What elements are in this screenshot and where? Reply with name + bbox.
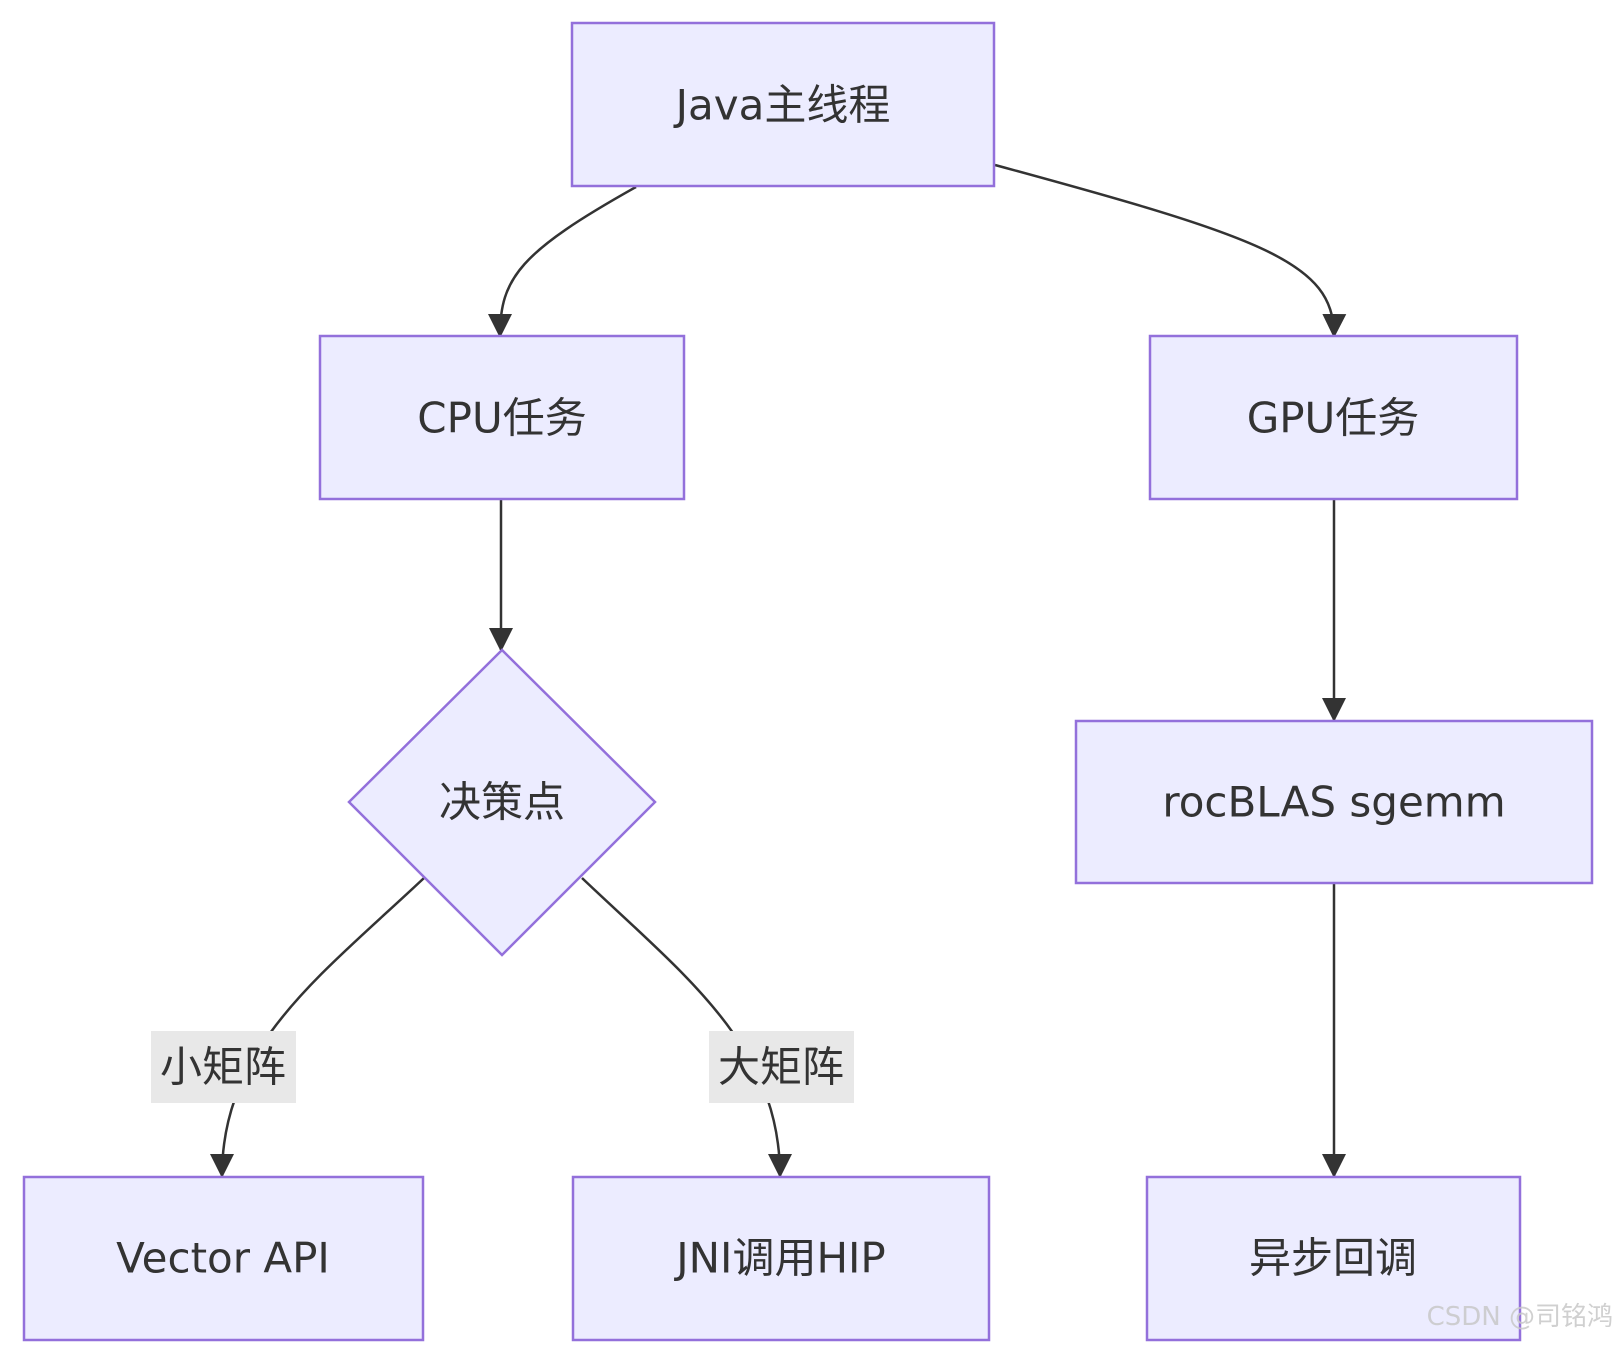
node-decision-label: 决策点 bbox=[439, 778, 565, 827]
node-java-main-label: Java主线程 bbox=[673, 81, 891, 130]
node-rocblas-label: rocBLAS sgemm bbox=[1162, 778, 1505, 827]
node-gpu-task[interactable]: GPU任务 bbox=[1148, 334, 1519, 501]
node-java-main[interactable]: Java主线程 bbox=[570, 21, 996, 188]
node-jni-hip[interactable]: JNI调用HIP bbox=[571, 1175, 991, 1342]
edge-java-to-cpu bbox=[488, 185, 637, 338]
node-cpu-task-label: CPU任务 bbox=[417, 394, 586, 443]
watermark: CSDN @司铭鸿 bbox=[1426, 1302, 1613, 1332]
edge-label-small-matrix: 小矩阵 bbox=[151, 1031, 296, 1103]
edge-decision-to-jni bbox=[581, 877, 792, 1178]
node-cpu-task[interactable]: CPU任务 bbox=[318, 334, 686, 501]
edge-decision-to-vector bbox=[210, 877, 425, 1178]
node-decision[interactable]: 决策点 bbox=[347, 648, 657, 957]
edges bbox=[210, 163, 1347, 1178]
node-jni-hip-label: JNI调用HIP bbox=[673, 1234, 886, 1283]
edge-java-to-gpu bbox=[994, 163, 1347, 338]
node-vector-api-label: Vector API bbox=[116, 1234, 330, 1283]
node-async-callback[interactable]: 异步回调 bbox=[1145, 1175, 1522, 1342]
edge-label-large-matrix: 大矩阵 bbox=[709, 1031, 854, 1103]
node-rocblas[interactable]: rocBLAS sgemm bbox=[1074, 719, 1594, 885]
edge-label-large-matrix-text: 大矩阵 bbox=[718, 1043, 844, 1092]
node-gpu-task-label: GPU任务 bbox=[1247, 394, 1420, 443]
node-async-callback-label: 异步回调 bbox=[1249, 1234, 1417, 1283]
node-vector-api[interactable]: Vector API bbox=[22, 1175, 425, 1342]
edge-label-small-matrix-text: 小矩阵 bbox=[160, 1043, 286, 1092]
